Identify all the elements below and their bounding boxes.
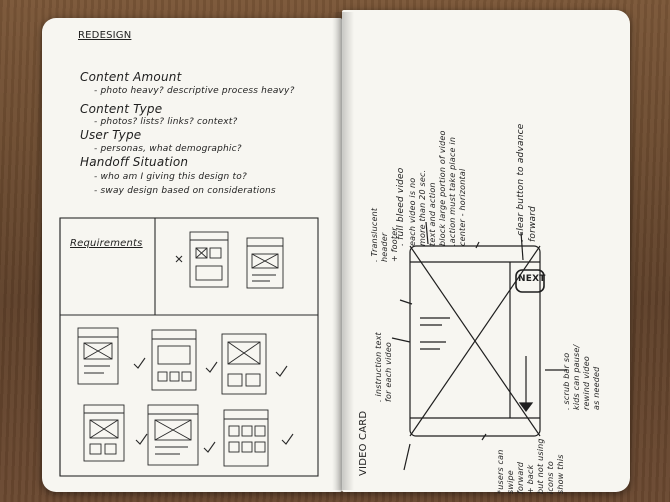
note-swipe-forward: forward bbox=[516, 462, 525, 494]
note-footer: + footer bbox=[390, 227, 399, 262]
thumbnail-6 bbox=[84, 405, 124, 461]
thumbnail-1 bbox=[190, 232, 228, 287]
note-show-this: show this bbox=[556, 454, 565, 494]
note-header: header bbox=[380, 233, 389, 262]
note-swipe: swipe bbox=[506, 470, 515, 494]
note-rewind: rewind video bbox=[582, 356, 591, 410]
thumbnail-4 bbox=[152, 330, 196, 390]
note-scrub-bar: . scrub bar so bbox=[562, 353, 571, 410]
note-as-needed: as needed bbox=[592, 367, 601, 410]
note-icons-to: icons to bbox=[546, 461, 555, 494]
note-pause: kids can pause/ bbox=[572, 345, 581, 410]
note-swipe-back: + back bbox=[526, 465, 535, 494]
note-each-video: each video is no bbox=[408, 178, 417, 246]
note-forward: forward bbox=[528, 206, 538, 242]
note-horizontal: center - horizontal bbox=[458, 169, 467, 246]
wireframe-grid-frame bbox=[60, 218, 318, 476]
thumbnail-8 bbox=[224, 410, 268, 466]
note-translucent: . Translucent bbox=[370, 208, 379, 262]
thumbnail-3 bbox=[78, 328, 118, 384]
video-card-wireframe bbox=[392, 222, 567, 470]
note-for-each-video: for each video bbox=[384, 342, 393, 402]
note-not-using: but not using bbox=[536, 438, 545, 494]
note-20-sec: more than 20 sec. bbox=[418, 170, 427, 246]
next-label: NEXT bbox=[518, 274, 546, 284]
note-action-center: .action must take place in bbox=[448, 137, 457, 246]
thumbnail-5 bbox=[222, 334, 266, 394]
note-block-portion: block large portion of video bbox=[438, 130, 447, 246]
note-users-can: *users can bbox=[496, 449, 505, 494]
video-card-label: VIDEO CARD bbox=[358, 411, 369, 476]
note-text-action: text and action bbox=[428, 182, 437, 246]
thumbnail-7 bbox=[148, 405, 198, 465]
note-instruction-text: . instruction text bbox=[374, 332, 383, 402]
thumbnail-2 bbox=[247, 238, 283, 288]
note-clear-button: . clear button to advance bbox=[516, 124, 526, 242]
